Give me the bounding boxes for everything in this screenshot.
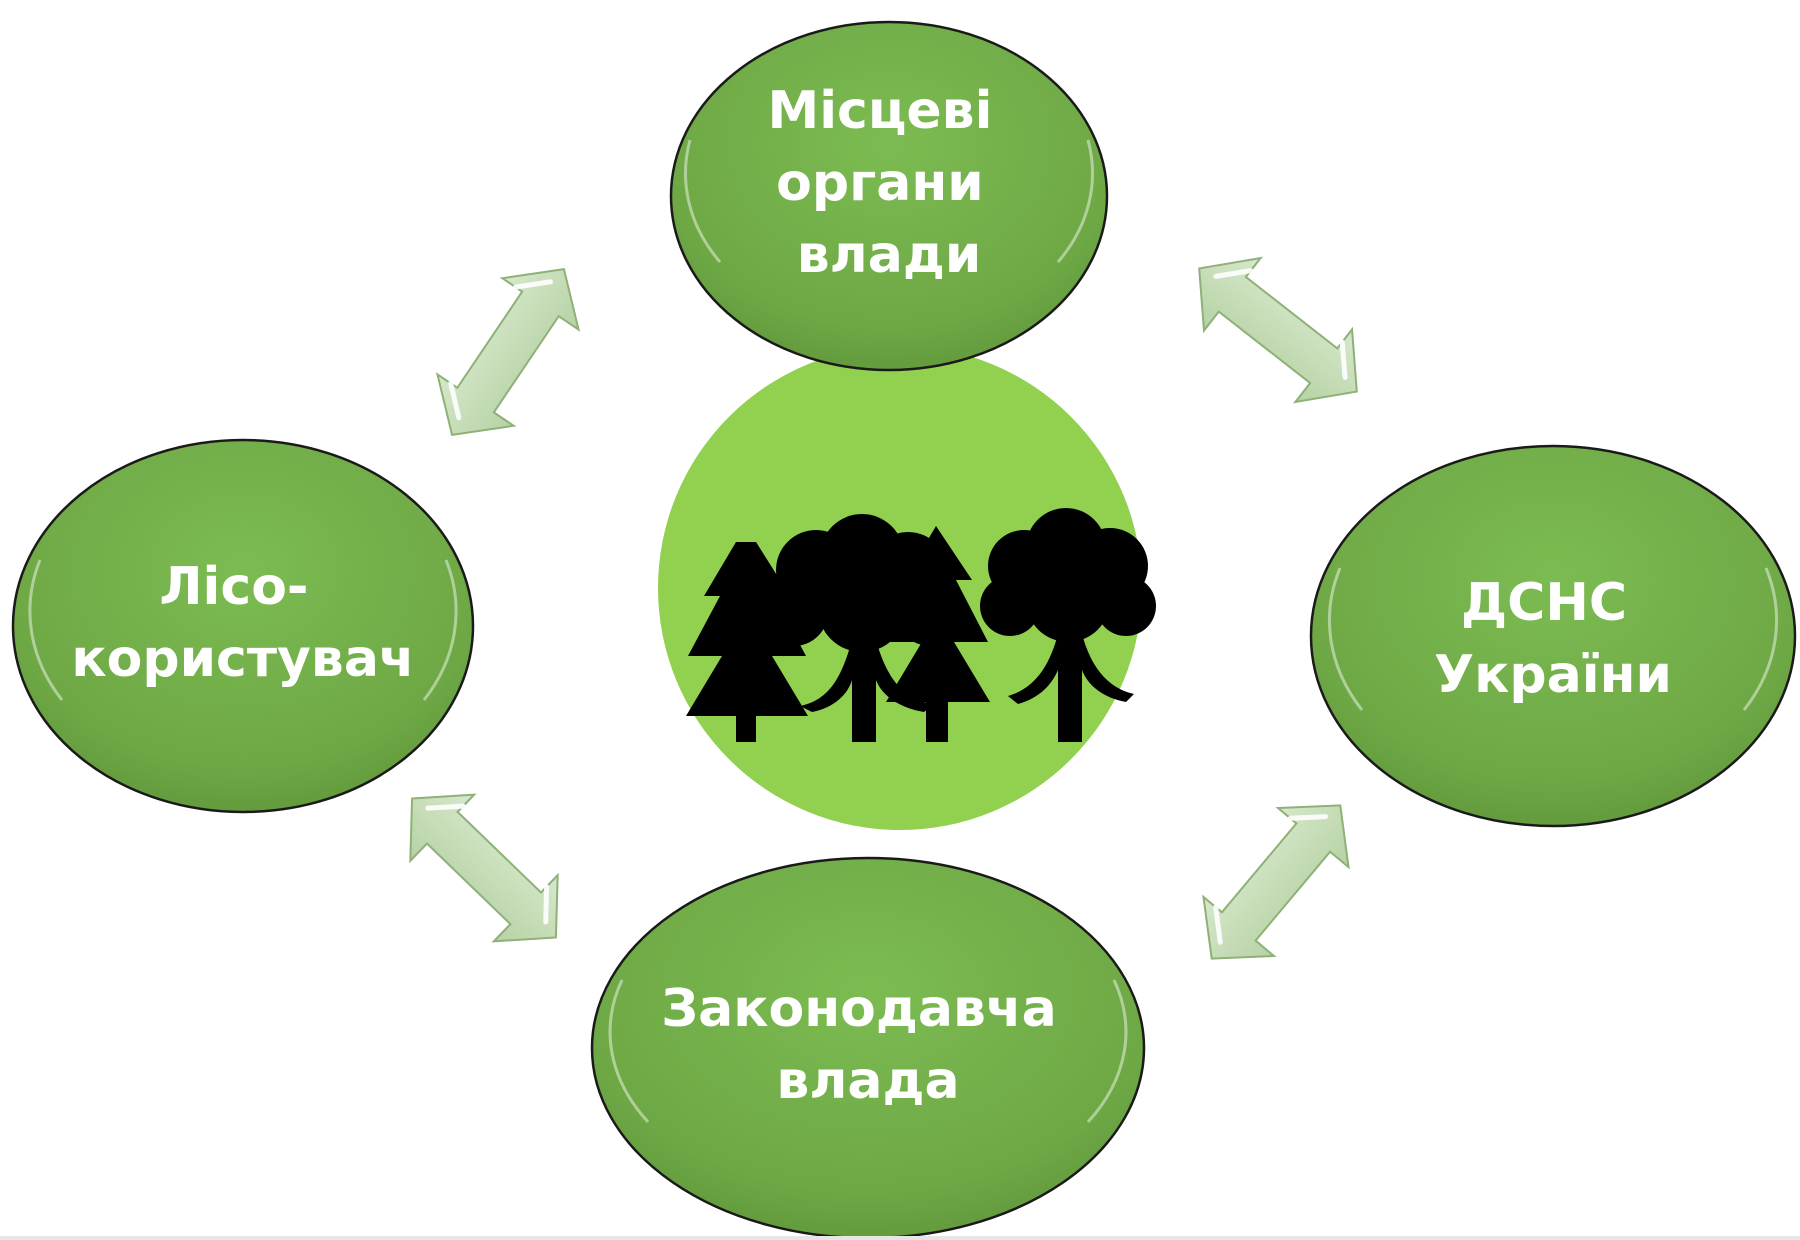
arrow-left-bottom bbox=[409, 793, 559, 943]
node-forest-user: Лісо- користувач bbox=[11, 438, 475, 814]
arrow-bottom-right bbox=[1202, 804, 1350, 960]
node-local-authorities: Місцеві органи влади bbox=[669, 20, 1109, 372]
node-dsns-ukraine: ДСНС України bbox=[1309, 444, 1797, 828]
arrow-left-top bbox=[435, 267, 581, 437]
center-circle bbox=[658, 346, 1156, 830]
node-dsns-ukraine-label: ДСНС України bbox=[1434, 573, 1672, 705]
node-local-authorities-label: Місцеві органи влади bbox=[767, 81, 1010, 285]
node-legislative-power: Законодавча влада bbox=[590, 856, 1146, 1240]
node-forest-user-label: Лісо- користувач bbox=[71, 557, 414, 689]
arrow-top-right bbox=[1198, 256, 1358, 404]
bottom-strip bbox=[0, 1236, 1800, 1240]
forest-trees-icon bbox=[686, 508, 1156, 742]
node-legislative-power-label: Законодавча влада bbox=[661, 979, 1075, 1111]
